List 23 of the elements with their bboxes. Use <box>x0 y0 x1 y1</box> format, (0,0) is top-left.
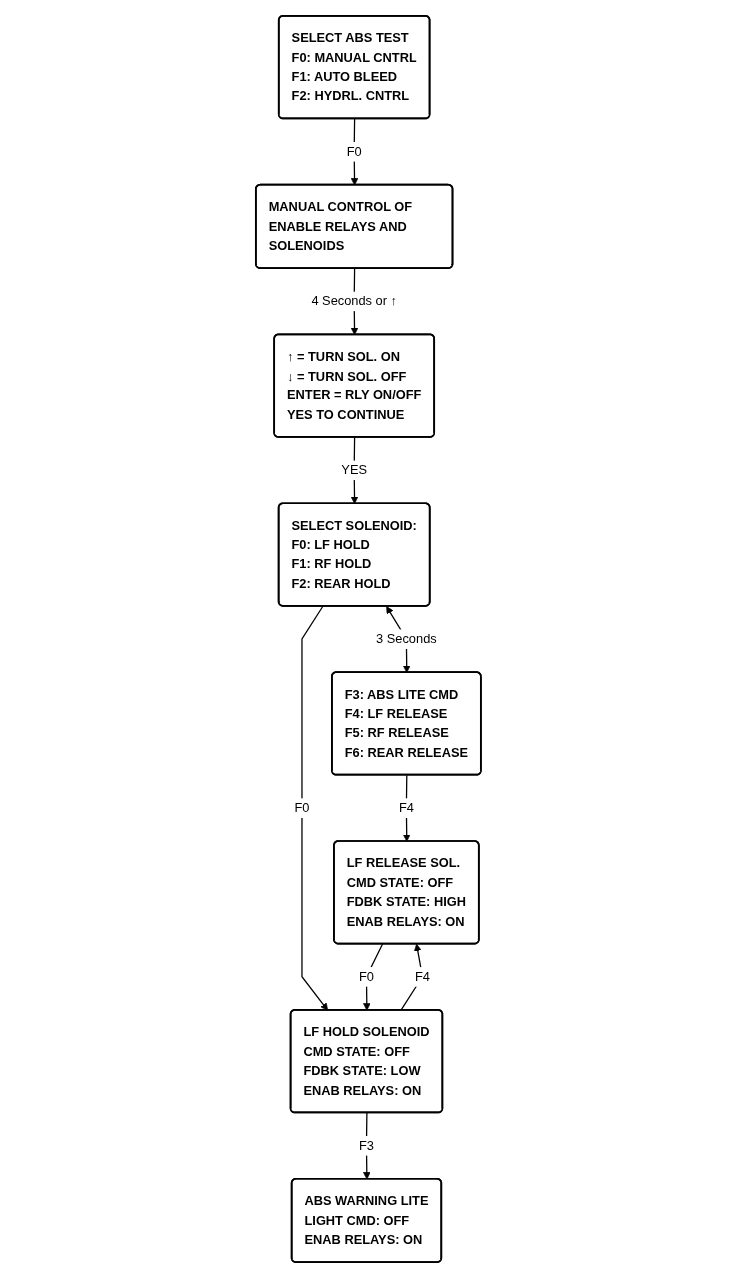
screen-box: MANUAL CONTROL OF ENABLE RELAYS AND SOLENOIDS <box>254 183 453 269</box>
screen-box: F3: ABS LITE CMD F4: LF RELEASE F5: RF RELEASE F6: REAR RELEASE <box>330 670 482 776</box>
screen-box: SELECT ABS TEST F0: MANUAL CNTRL F1: AUTO BLEED F2: HYDRL. CNTRL <box>277 14 431 119</box>
arrow <box>350 117 358 185</box>
edge-label: YES <box>341 460 367 480</box>
screen-box: LF RELEASE SOL. CMD STATE: OFF FDBK STATE: HIGH ENAB RELAYS: ON <box>332 839 480 944</box>
screen-box: ↑ = TURN SOL. ON ↓ = TURN SOL. OFF ENTER = RLY ON/OFF YES TO CONTINUE <box>272 333 435 438</box>
edge-label: F4 <box>398 797 414 817</box>
arrow <box>399 943 423 1011</box>
screen-box: ABS WARNING LITE LIGHT CMD: OFF ENAB RELAYS: ON <box>290 1177 442 1263</box>
edge-label: F0 <box>294 797 310 817</box>
arrow <box>362 1111 371 1180</box>
arrow <box>301 605 328 1011</box>
edge-label: F0 <box>358 966 374 986</box>
arrow <box>362 942 383 1011</box>
edge-label: 3 Seconds <box>375 628 437 649</box>
edge-label: F0 <box>346 141 362 161</box>
edge-label: F3 <box>358 1135 374 1155</box>
screen-box: SELECT SOLENOID: F0: LF HOLD F1: RF HOLD F2: REAR HOLD <box>277 501 431 607</box>
edge-label: F4 <box>414 966 430 986</box>
screen-box: LF HOLD SOLENOID CMD STATE: OFF FDBK STATE: LOW ENAB RELAYS: ON <box>289 1008 443 1113</box>
arrow <box>402 774 411 842</box>
edge-label: 4 Seconds or ↑ <box>311 291 397 311</box>
